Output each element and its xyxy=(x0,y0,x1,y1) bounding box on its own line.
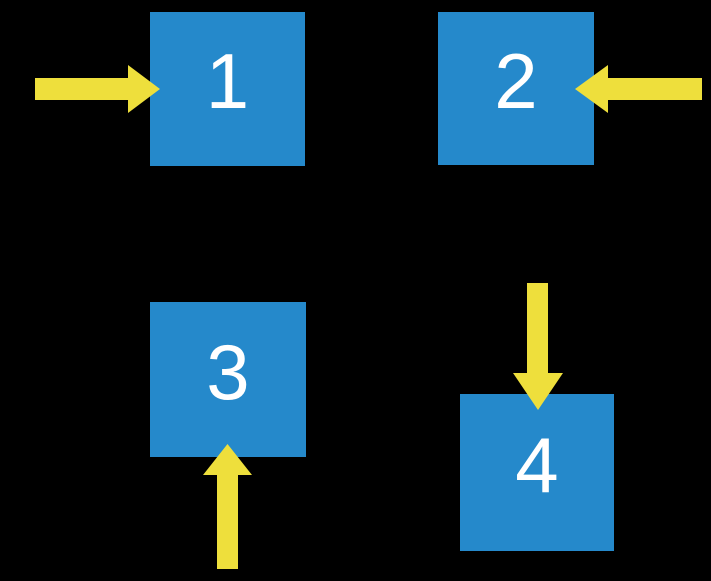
square-2: 2 xyxy=(438,12,594,165)
square-4-label: 4 xyxy=(515,420,559,509)
down-arrow-shape xyxy=(513,283,563,410)
up-arrow-icon xyxy=(203,444,252,569)
square-4: 4 xyxy=(460,394,614,551)
right-arrow-icon xyxy=(35,65,160,113)
right-arrow-shape xyxy=(35,65,160,113)
square-1-label: 1 xyxy=(205,37,250,125)
left-arrow-shape xyxy=(575,65,702,113)
up-arrow-shape xyxy=(203,444,252,569)
down-arrow-icon xyxy=(513,283,563,410)
left-arrow-icon xyxy=(575,65,702,113)
square-3: 3 xyxy=(150,302,306,457)
square-2-label: 2 xyxy=(494,36,538,125)
square-1: 1 xyxy=(150,12,305,166)
square-3-label: 3 xyxy=(206,327,250,416)
